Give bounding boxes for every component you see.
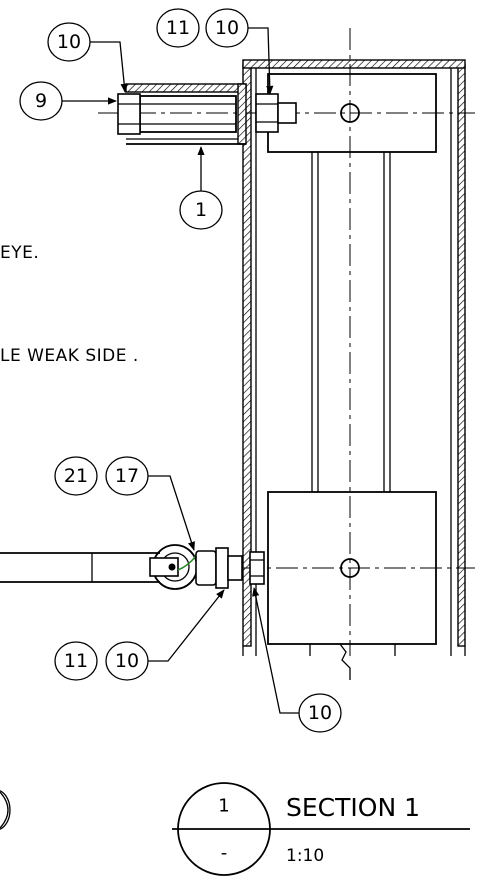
callout-11-10-top: 11 10 <box>156 8 274 95</box>
column-tube <box>242 59 466 656</box>
partial-bubble-edge <box>0 791 9 829</box>
note-weak-side: LE WEAK SIDE . <box>0 346 139 366</box>
callout-10-top-left-label: 10 <box>57 31 81 53</box>
section-sheet: - <box>221 843 228 864</box>
callout-11-lower-label: 11 <box>64 650 88 672</box>
lower-block <box>267 491 437 680</box>
partial-bubble-left <box>0 790 11 830</box>
callout-1-label: 1 <box>195 199 207 221</box>
top-bracket <box>117 83 297 145</box>
callout-9: 9 <box>19 81 117 121</box>
callout-10-top-right-label: 10 <box>215 17 239 39</box>
callout-11-top-label: 11 <box>166 17 190 39</box>
callout-11-10-lower: 11 10 <box>54 589 225 681</box>
lower-tie-assembly <box>0 544 265 590</box>
note-eye: EYE. <box>0 243 39 263</box>
callout-9-label: 9 <box>35 90 47 112</box>
section-scale: 1:10 <box>286 846 324 866</box>
callout-17-label: 17 <box>115 465 139 487</box>
callout-10-top-left: 10 <box>47 22 128 93</box>
callout-10-lower-label: 10 <box>115 650 139 672</box>
section-number: 1 <box>218 796 229 817</box>
section-title: SECTION 1 <box>286 793 420 822</box>
callout-10-bottom: 10 <box>252 587 342 733</box>
section-title-block: 1 - SECTION 1 1:10 <box>172 782 470 876</box>
callout-1: 1 <box>179 146 223 230</box>
callout-21-17: 21 17 <box>54 456 195 551</box>
callout-21-label: 21 <box>64 465 88 487</box>
inner-rods <box>311 152 391 492</box>
callout-10-bottom-label: 10 <box>308 702 332 724</box>
